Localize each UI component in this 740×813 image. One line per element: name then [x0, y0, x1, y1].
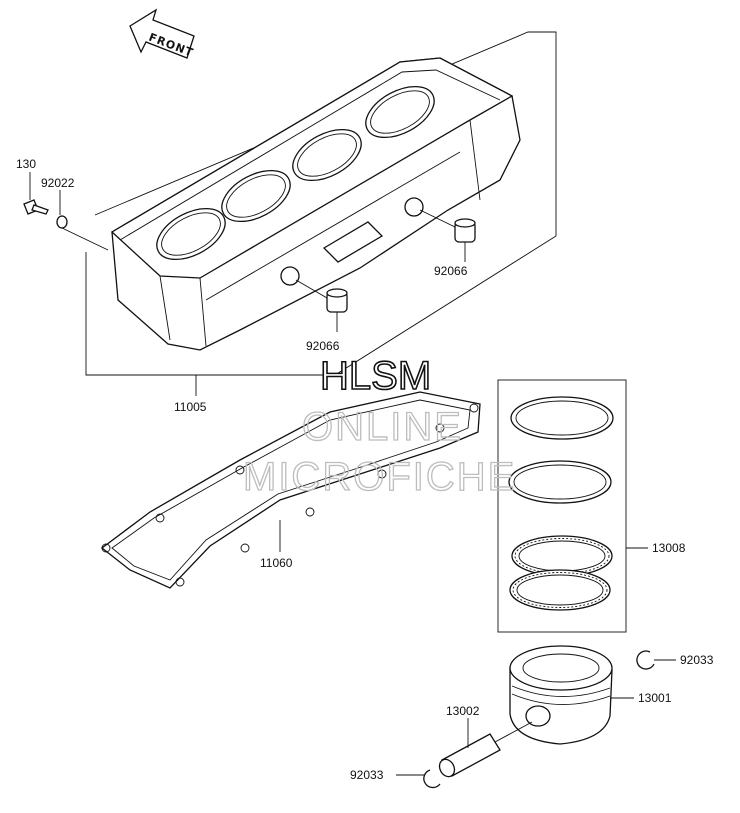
piston-icon — [509, 645, 613, 745]
callout-pin: 13002 — [446, 704, 480, 718]
callout-washer: 92022 — [41, 176, 75, 190]
callout-bolt: 130 — [16, 157, 36, 171]
ring-set-box — [497, 379, 627, 633]
washer-icon — [56, 215, 68, 229]
plug-left-leader — [295, 279, 328, 299]
callout-piston: 13001 — [638, 691, 672, 705]
bolt-icon — [23, 199, 49, 215]
callout-ring-set: 13008 — [652, 541, 686, 555]
watermark: HLSM ONLINE MICROFICHE — [242, 353, 516, 499]
plug-right-icon — [454, 218, 476, 243]
piston-pin-icon — [438, 733, 501, 778]
callout-plug-left: 92066 — [306, 339, 340, 353]
callout-circlip-top: 92033 — [680, 653, 714, 667]
plug-right-leader — [419, 209, 456, 228]
callout-circlip-bottom: 92033 — [350, 768, 384, 782]
front-arrow-icon: FRONT — [129, 8, 196, 60]
cylinder-bracket — [85, 31, 557, 376]
cylinder-block — [110, 57, 521, 351]
watermark-line2: ONLINE — [302, 405, 463, 449]
washer-leader — [61, 227, 109, 251]
callout-plug-right: 92066 — [434, 264, 468, 278]
circlip-bottom-icon — [423, 769, 441, 789]
callout-cylinder: 11005 — [174, 400, 207, 414]
piston-ring-top-icon — [510, 396, 614, 440]
oil-ring-icon — [509, 535, 613, 611]
watermark-line1: HLSM — [320, 354, 431, 398]
piston-ring-second-icon — [508, 460, 612, 504]
callout-gasket: 11060 — [260, 556, 293, 570]
plug-left-icon — [326, 288, 348, 313]
circlip-top-icon — [636, 650, 655, 670]
watermark-line3: MICROFICHE — [243, 455, 516, 499]
base-gasket — [100, 391, 481, 589]
pin-leader — [494, 721, 533, 743]
